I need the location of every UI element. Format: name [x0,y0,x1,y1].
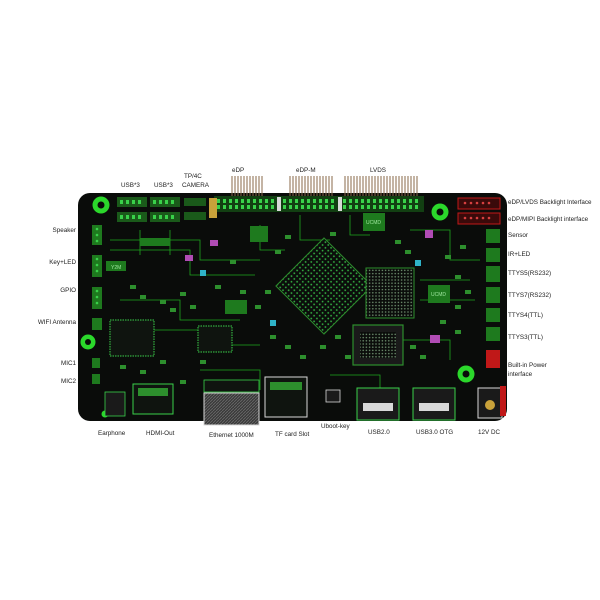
label-camera: CAMERA [182,182,209,189]
label-usb-2: USB*3 [154,182,173,189]
top-header-pins [231,176,418,196]
small-ics [106,213,450,357]
right-connectors [457,197,501,368]
label-ttys5: TTYS5(RS232) [508,270,552,277]
label-edp: eDP [232,167,245,174]
ic-c-mark: UCMD [431,292,446,298]
label-lvds: LVDS [370,167,386,174]
main-soc [275,237,373,335]
label-wifi-antenna: WIFI Antenna [37,319,76,326]
ic-a-mark: Y2M [111,265,121,271]
label-usb-1: USB*3 [121,182,140,189]
label-key-led: Key+LED [49,259,76,266]
label-uboot-key: Uboot-key [321,423,350,430]
mounting-holes [80,196,475,418]
label-usb3-otg: USB3.0 OTG [416,429,454,436]
label-ethernet: Ethernet 1000M [209,432,254,439]
label-edp-m: eDP-M [296,167,316,174]
label-usb2: USB2.0 [368,429,390,436]
ic-b-mark: UCMD [366,220,381,226]
edp-connector [214,196,424,212]
label-power-interface-1: Built-in Power [508,362,547,369]
label-speaker: Speaker [52,227,76,234]
label-sensor: Sensor [508,232,528,239]
label-ir-led: IR+LED [508,251,531,258]
label-ttys7: TTYS7(RS232) [508,292,552,299]
bottom-ports [104,376,506,426]
ram-chip [365,267,415,319]
passives [120,232,471,384]
label-edp-mipi-backlight: eDP/MIPI Backlight interface [508,216,589,223]
label-power-interface-2: interface [508,371,533,378]
label-tf-card: TF card Slot [275,431,310,438]
usb-headers [117,197,217,222]
label-hdmi-out: HDMI-Out [146,430,175,437]
label-mic1: MIC1 [60,360,76,367]
label-edp-lvds-backlight: eDP/LVDS Backlight Interface [508,199,592,206]
label-earphone: Earphone [98,430,126,437]
label-12v-dc: 12V DC [478,429,501,436]
label-ttys4: TTYS4(TTL) [508,312,543,319]
connector-pads [217,199,418,209]
label-tp: TP/4C [184,173,202,180]
label-gpio: GPIO [60,287,76,294]
label-mic2: MIC2 [60,378,76,385]
label-ttys3: TTYS3(TTL) [508,334,543,341]
